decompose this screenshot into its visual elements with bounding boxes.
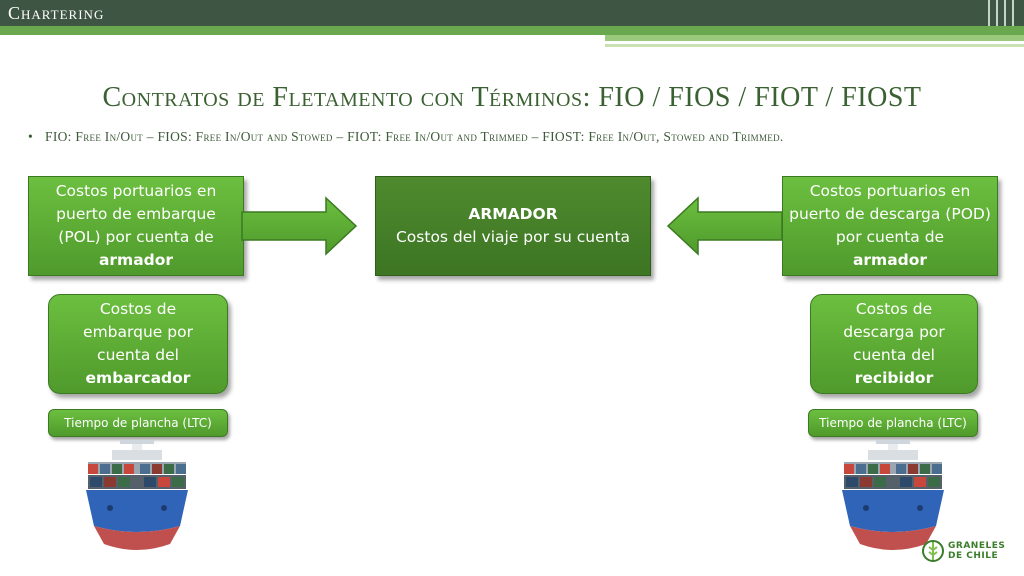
logo-text: GRANELES DE CHILE — [948, 541, 1005, 561]
pol-costs-bold: armador — [98, 251, 174, 269]
armador-text: Costos del viaje por su cuenta — [395, 228, 631, 246]
loading-costs-bold: embarcador — [85, 369, 191, 387]
ship-icon-left — [86, 440, 188, 550]
logo-line2: DE CHILE — [948, 551, 999, 561]
loading-costs-box: Costos de embarque por cuenta del embarc… — [48, 294, 228, 394]
definitions-text: FIO: Free In/Out – FIOS: Free In/Out and… — [45, 129, 784, 144]
wheat-logo-icon — [922, 540, 944, 562]
bullet-icon: • — [28, 129, 34, 144]
pod-costs-bold: armador — [852, 251, 928, 269]
armador-box: ARMADOR Costos del viaje por su cuenta — [375, 176, 651, 276]
arrow-right-icon — [241, 196, 358, 256]
definitions-bullet: • FIO: Free In/Out – FIOS: Free In/Out an… — [28, 129, 1018, 145]
slide-title: Contratos de Fletamento con Términos: FI… — [102, 82, 922, 113]
ship-icon-right — [842, 440, 944, 550]
discharge-costs-box: Costos de descarga por cuenta del recibi… — [810, 294, 978, 394]
header-decoration — [984, 0, 1024, 26]
graneles-logo: GRANELES DE CHILE — [922, 538, 1005, 564]
pod-costs-text: Costos portuarios en puerto de descarga … — [789, 182, 991, 246]
header-bar: Chartering — [0, 0, 1024, 26]
pol-costs-text: Costos portuarios en puerto de embarque … — [55, 182, 217, 246]
pol-costs-box: Costos portuarios en puerto de embarque … — [28, 176, 244, 276]
armador-title: ARMADOR — [468, 205, 558, 223]
discharge-costs-text: Costos de descarga por cuenta del — [843, 300, 945, 364]
loading-costs-text: Costos de embarque por cuenta del — [83, 300, 193, 364]
laytime-pill-left: Tiempo de plancha (LTC) — [48, 409, 228, 437]
header-accent-line-2 — [605, 35, 1024, 41]
pod-costs-box: Costos portuarios en puerto de descarga … — [782, 176, 998, 276]
header-accent-line-3 — [605, 44, 1024, 47]
arrow-left-icon — [666, 196, 783, 256]
logo-line1: GRANELES — [948, 541, 1006, 551]
header-accent-line — [0, 26, 1024, 35]
section-title: Chartering — [8, 3, 105, 23]
laytime-pill-right: Tiempo de plancha (LTC) — [808, 409, 978, 437]
discharge-costs-bold: recibidor — [854, 369, 934, 387]
